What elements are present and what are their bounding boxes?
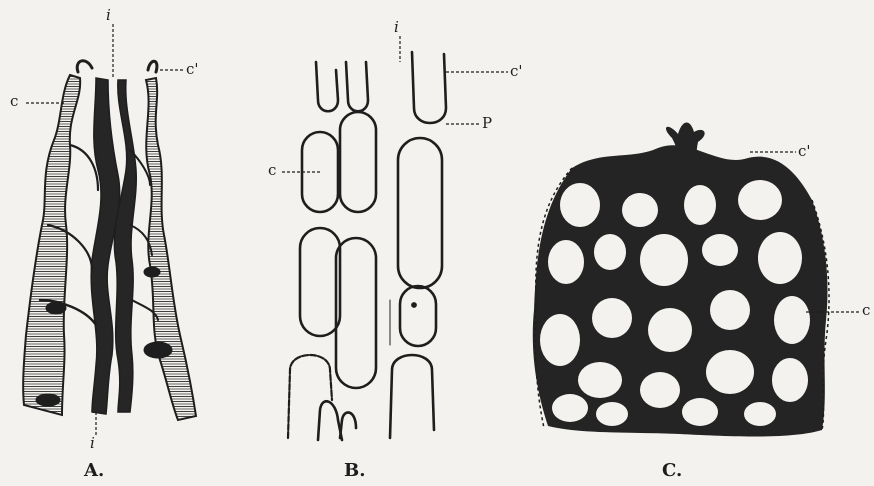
panel-a-caption: A.	[84, 462, 104, 480]
panel-c-label-c: c	[862, 303, 870, 318]
panel-b-label-c-prime: c'	[510, 64, 523, 79]
panel-b-caption: B.	[344, 462, 365, 480]
panel-a-centre-wall-2	[114, 80, 136, 412]
panel-c-label-c-prime: c'	[798, 144, 811, 159]
panel-a-label-c: c	[10, 94, 18, 109]
panel-a-right-wall	[146, 78, 196, 420]
panel-a-left-wall	[23, 75, 80, 415]
panel-b-label-p: P	[482, 116, 492, 131]
panel-b-label-i-top: i	[394, 20, 399, 35]
panel-a-label-i-bottom: i	[90, 436, 95, 451]
panel-a-label-c-prime: c'	[186, 62, 199, 77]
panel-c-caption: C.	[662, 462, 682, 480]
panel-a-drawing	[23, 61, 196, 420]
panel-a-label-i-top: i	[106, 8, 111, 23]
panel-c-drawing	[533, 122, 829, 436]
panel-b-drawing	[288, 52, 446, 440]
panel-b-label-c: c	[268, 163, 276, 178]
